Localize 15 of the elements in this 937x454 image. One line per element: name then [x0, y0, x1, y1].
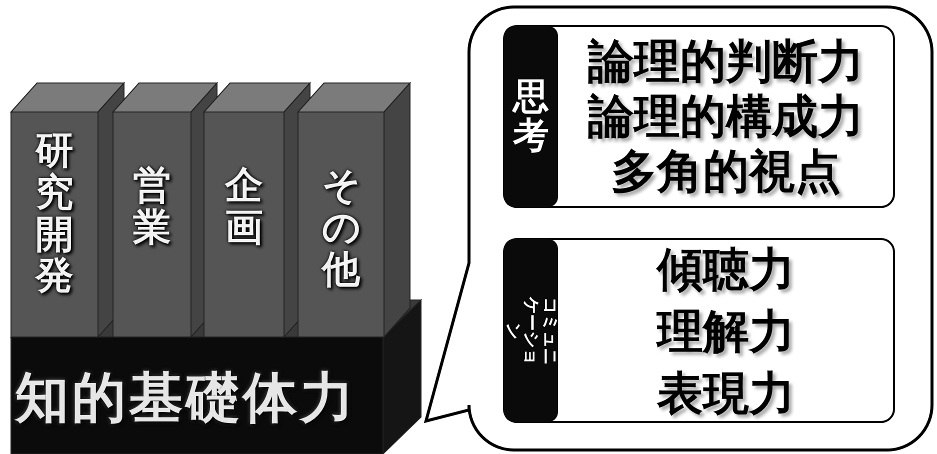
pillar-label: 営業: [133, 165, 171, 249]
pillar-label: 企画: [225, 165, 263, 249]
category-label: コミュニケーション: [502, 296, 560, 366]
skill-item: 論理的判断力: [588, 34, 864, 89]
base-label: 知的基礎体力: [15, 365, 357, 431]
skill-item: 表現力: [657, 364, 795, 422]
category-label: 思考: [513, 76, 549, 156]
skill-panel: [503, 238, 895, 423]
skill-item: 傾聴力: [657, 240, 795, 298]
skill-item: 多角的視点: [611, 144, 841, 199]
pillar-label: 研究開発: [36, 130, 74, 298]
skill-panel: [503, 25, 895, 208]
skill-item: 論理的構成力: [588, 89, 864, 144]
pillar-label: その他: [322, 165, 360, 290]
skill-item: 理解力: [657, 302, 795, 360]
